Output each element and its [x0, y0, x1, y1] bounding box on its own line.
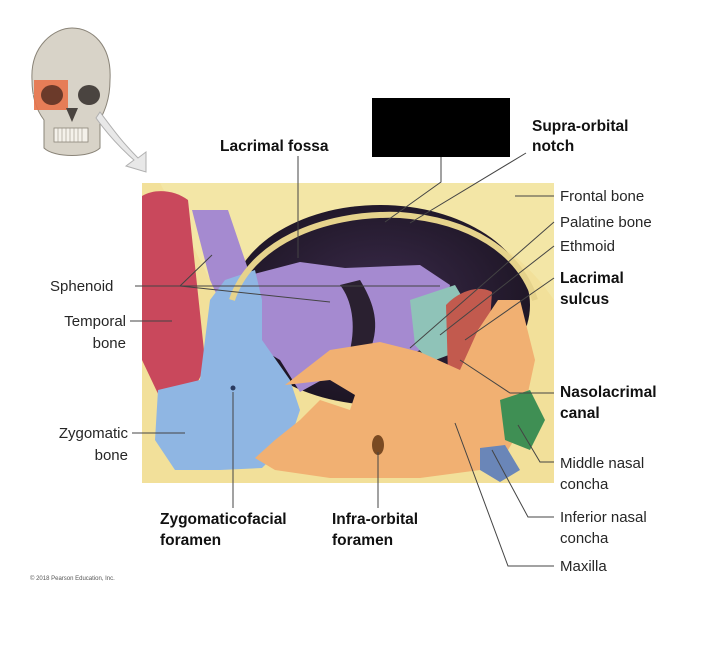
middle-concha-region — [500, 390, 545, 450]
pointer-arrow — [95, 111, 147, 173]
label-nasolacrimal-canal-line1: Nasolacrimal — [560, 384, 657, 401]
skull-thumbnail — [19, 27, 111, 156]
frontal-bone-region — [142, 183, 554, 300]
label-maxilla: Maxilla — [560, 558, 607, 575]
label-lacrimal-fossa: Lacrimal fossa — [220, 138, 329, 155]
label-inferior-nasal-concha-line2: concha — [560, 530, 609, 547]
label-middle-nasal-concha-line2: concha — [560, 476, 609, 493]
leader-ethmoid — [439, 245, 555, 336]
label-zygomaticofacial-foramen-line1: Zygomaticofacial — [160, 511, 287, 528]
inferior-concha-region — [480, 445, 520, 482]
leader-middle-concha — [517, 424, 554, 463]
label-temporal-bone-line1: Temporal — [64, 313, 126, 330]
label-lacrimal-sulcus-line2: sulcus — [560, 291, 610, 308]
maxilla-region — [255, 300, 535, 478]
label-lacrimal-sulcus-line1: Lacrimal — [560, 270, 624, 287]
leader-sphenoid-b — [179, 254, 213, 287]
copyright-notice: © 2018 Pearson Education, Inc. — [30, 576, 115, 582]
leader-lines — [130, 152, 555, 567]
label-nasolacrimal-canal-line2: canal — [560, 405, 600, 422]
leader-redacted — [384, 157, 442, 223]
label-supra-orbital-notch-line1: Supra-orbital — [532, 118, 629, 135]
zygomatic-region — [155, 270, 300, 470]
label-zygomatic-bone-line2: bone — [94, 447, 128, 464]
label-ethmoid: Ethmoid — [560, 238, 616, 255]
temporal-bone-region — [142, 191, 205, 399]
leader-lacrimal-sulcus — [464, 277, 555, 341]
label-middle-nasal-concha-line1: Middle nasal — [560, 455, 645, 472]
leader-inferior-concha — [491, 449, 554, 518]
label-sphenoid: Sphenoid — [50, 278, 114, 295]
leader-maxilla — [454, 422, 554, 567]
orbit-photo — [142, 183, 554, 483]
label-zygomatic-bone-line1: Zygomatic — [58, 425, 128, 442]
label-infra-orbital-foramen-line2: foramen — [332, 532, 394, 549]
label-infra-orbital-foramen-line1: Infra-orbital — [332, 511, 419, 528]
leader-supra-orbital — [409, 152, 527, 224]
leader-sphenoid-c — [179, 285, 331, 303]
label-supra-orbital-notch-line2: notch — [532, 138, 575, 155]
redaction-box — [372, 98, 510, 157]
label-zygomaticofacial-foramen-line2: foramen — [160, 532, 222, 549]
label-frontal-bone: Frontal bone — [560, 188, 645, 205]
leader-nasolacrimal — [459, 359, 554, 394]
label-temporal-bone-line2: bone — [92, 335, 126, 352]
label-palatine-bone: Palatine bone — [560, 214, 652, 231]
label-inferior-nasal-concha-line1: Inferior nasal — [560, 509, 647, 526]
leader-palatine — [409, 221, 555, 349]
